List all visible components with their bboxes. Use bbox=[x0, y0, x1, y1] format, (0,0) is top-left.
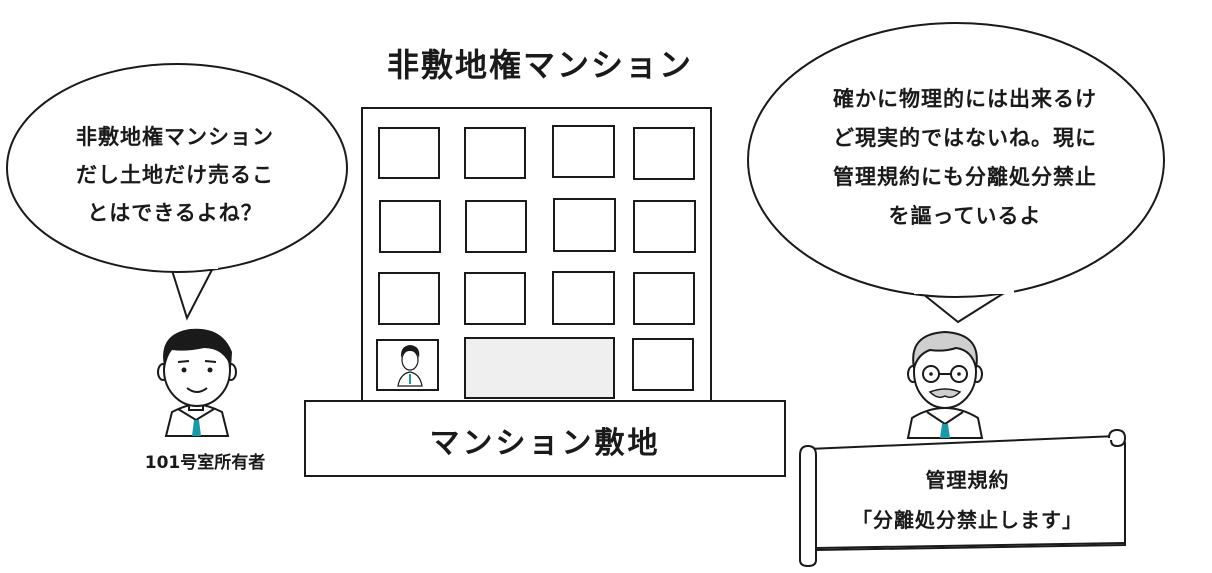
window bbox=[464, 127, 526, 179]
left-bubble-line: だし土地だけ売るこ bbox=[76, 163, 274, 187]
land-plot bbox=[304, 400, 786, 477]
apartment-building bbox=[361, 107, 712, 403]
right-bubble-line: 確かに物理的には出来るけ bbox=[833, 87, 1097, 111]
window bbox=[378, 272, 440, 325]
entrance bbox=[464, 337, 615, 399]
window bbox=[379, 200, 441, 253]
scroll-line: 管理規約 bbox=[925, 468, 1010, 492]
rules-scroll bbox=[799, 428, 1127, 568]
window bbox=[552, 271, 615, 325]
owner-person-icon bbox=[157, 328, 237, 437]
window bbox=[633, 272, 695, 325]
window bbox=[552, 125, 615, 178]
right-bubble-line: を謳っているよ bbox=[888, 204, 1042, 228]
window bbox=[378, 127, 440, 179]
window bbox=[465, 200, 527, 253]
right-bubble-text: 確かに物理的には出来るけ ど現実的ではないね。現に 管理規約にも分離処分禁止 を… bbox=[800, 80, 1130, 236]
small-person-icon bbox=[397, 345, 423, 387]
left-bubble-text: 非敷地権マンション だし土地だけ売るこ とはできるよね？ bbox=[40, 118, 310, 232]
right-bubble-line: ど現実的ではないね。現に bbox=[833, 126, 1097, 150]
scroll-text: 管理規約 「分離処分禁止します」 bbox=[815, 460, 1120, 540]
page-title: 非敷地権マンション bbox=[386, 46, 693, 84]
owner-label: 101号室所有者 bbox=[144, 453, 266, 473]
window bbox=[553, 198, 616, 252]
land-label: マンション敷地 bbox=[429, 426, 661, 461]
left-bubble-line: とはできるよね？ bbox=[87, 201, 263, 225]
elderly-person-icon bbox=[906, 330, 984, 439]
window bbox=[464, 272, 526, 325]
right-speech-bubble bbox=[747, 22, 1165, 324]
left-bubble-line: 非敷地権マンション bbox=[76, 125, 274, 149]
building-windows bbox=[376, 125, 696, 399]
scroll-line: 「分離処分禁止します」 bbox=[852, 508, 1083, 532]
right-bubble-line: 管理規約にも分離処分禁止 bbox=[833, 165, 1097, 189]
left-speech-bubble bbox=[6, 63, 348, 321]
window bbox=[633, 127, 695, 180]
window bbox=[633, 200, 696, 253]
window bbox=[632, 338, 694, 391]
